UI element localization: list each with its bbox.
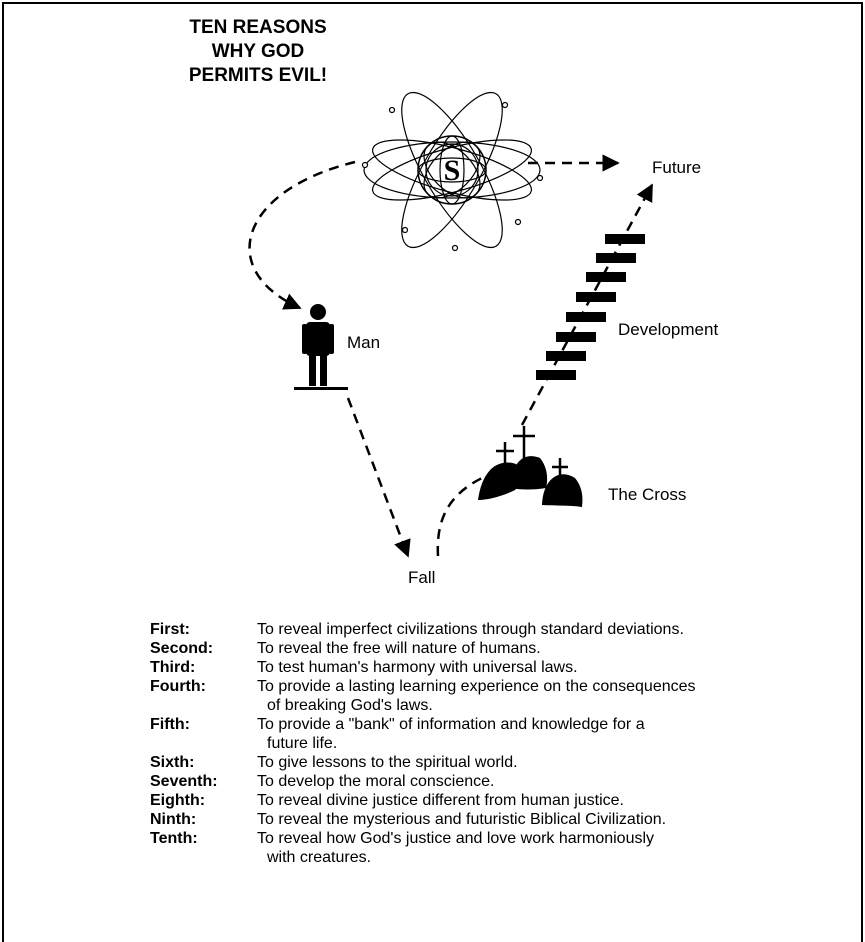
reason-ordinal: Fourth: xyxy=(150,678,206,695)
reason-text: To reveal divine justice different from … xyxy=(257,792,624,809)
list-item: Third: To test human's harmony with univ… xyxy=(150,658,850,677)
arrow-god-to-man xyxy=(248,160,356,310)
reason-ordinal: Tenth: xyxy=(150,830,198,847)
reason-text: To reveal the mysterious and futuristic … xyxy=(257,811,667,828)
list-item: Eighth: To reveal divine justice differe… xyxy=(150,791,850,810)
reason-ordinal: Seventh: xyxy=(150,773,218,790)
reason-ordinal: First: xyxy=(150,621,190,638)
reason-text-continuation: of breaking God's laws. xyxy=(267,697,433,714)
cross-icon xyxy=(478,426,583,507)
list-item: Seventh: To develop the moral conscience… xyxy=(150,772,850,791)
label-development: Development xyxy=(618,320,719,339)
arrow-cross-to-future xyxy=(520,183,654,426)
label-man: Man xyxy=(347,333,381,352)
reason-ordinal: Third: xyxy=(150,659,196,676)
label-future: Future xyxy=(652,158,702,177)
atom-emblem-letter: S xyxy=(444,154,461,187)
reason-text: To develop the moral conscience. xyxy=(257,773,495,790)
reason-text: To provide a "bank" of information and k… xyxy=(257,716,645,733)
title-line-3: PERMITS EVIL! xyxy=(188,65,328,86)
list-item: First: To reveal imperfect civilizations… xyxy=(150,620,850,639)
development-steps-icon xyxy=(536,234,645,380)
atom-icon xyxy=(361,91,544,252)
label-the-cross: The Cross xyxy=(608,485,687,504)
list-item-continuation: of breaking God's laws. xyxy=(150,696,850,715)
reason-text: To test human's harmony with universal l… xyxy=(257,659,578,676)
list-item: Sixth: To give lessons to the spiritual … xyxy=(150,753,850,772)
title-line-2: WHY GOD xyxy=(211,41,305,62)
reason-ordinal: Second: xyxy=(150,640,214,657)
reason-text: To give lessons to the spiritual world. xyxy=(257,754,518,771)
reason-text: To reveal imperfect civilizations throug… xyxy=(257,621,684,638)
list-item: Second: To reveal the free will nature o… xyxy=(150,639,850,658)
reason-ordinal: Fifth: xyxy=(150,716,190,733)
reason-text: To reveal how God's justice and love wor… xyxy=(257,830,655,847)
list-item: Tenth: To reveal how God's justice and l… xyxy=(150,829,850,848)
label-fall: Fall xyxy=(408,568,436,587)
reason-text-continuation: with creatures. xyxy=(267,849,372,866)
title-line-1: TEN REASONS xyxy=(189,17,327,38)
list-item: Ninth: To reveal the mysterious and futu… xyxy=(150,810,850,829)
man-icon xyxy=(294,304,348,390)
reasons-list: First: To reveal imperfect civilizations… xyxy=(150,620,850,867)
reason-text-continuation: future life. xyxy=(267,735,338,752)
arrow-man-to-fall xyxy=(346,397,411,558)
list-item: Fifth: To provide a "bank" of informatio… xyxy=(150,715,850,734)
list-item: Fourth: To provide a lasting learning ex… xyxy=(150,677,850,696)
reason-text: To reveal the free will nature of humans… xyxy=(257,640,541,657)
list-item-continuation: future life. xyxy=(150,734,850,753)
reason-ordinal: Eighth: xyxy=(150,792,206,809)
reason-ordinal: Ninth: xyxy=(150,811,197,828)
page-title: TEN REASONS WHY GOD PERMITS EVIL! xyxy=(160,16,356,88)
arrow-fall-to-cross xyxy=(436,476,483,557)
reason-ordinal: Sixth: xyxy=(150,754,195,771)
reason-text: To provide a lasting learning experience… xyxy=(257,678,696,695)
list-item-continuation: with creatures. xyxy=(150,848,850,867)
